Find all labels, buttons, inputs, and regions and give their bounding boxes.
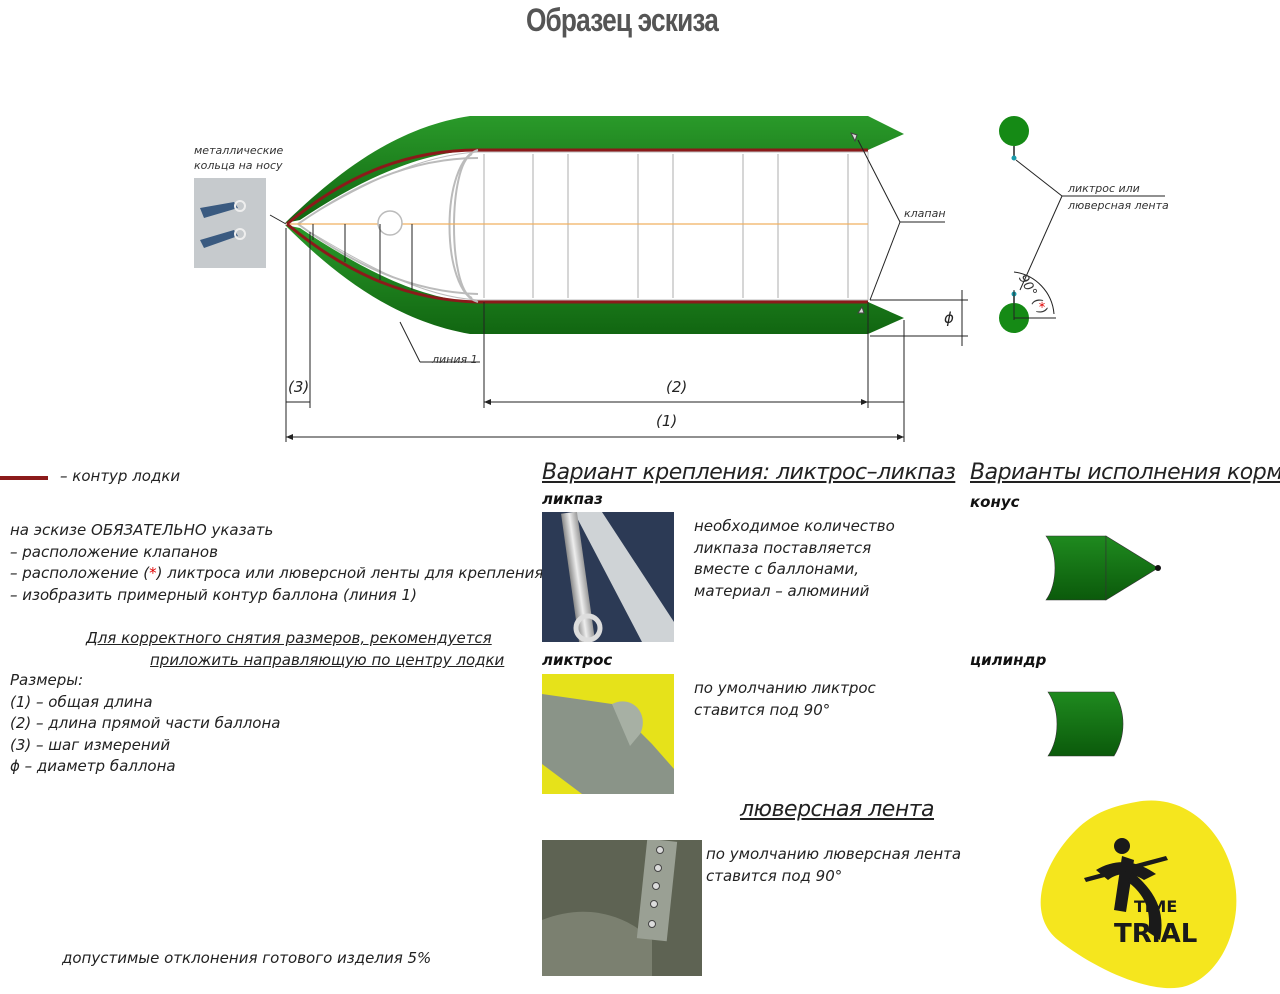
- stern-cone-shape: [1045, 535, 1161, 601]
- recommend-line1: Для корректного снятия размеров, рекомен…: [86, 629, 492, 647]
- page-title: Образец эскиза: [525, 2, 719, 38]
- luvers-heading: люверсная лента: [740, 797, 935, 822]
- dim-straight-length: (2): [666, 378, 688, 396]
- tube-section-top: [999, 116, 1029, 146]
- dim-step: (3): [288, 378, 310, 396]
- recommend-line2: приложить направляющую по центру лодки: [150, 651, 505, 669]
- dim-total-length: (1): [656, 412, 678, 430]
- liktros-photo: [542, 674, 674, 794]
- stern-heading: Варианты исполнения кормы: [970, 460, 1280, 485]
- valve-top: [850, 132, 858, 143]
- likpaz-desc: необходимое количество ликпаза поставляе…: [694, 517, 895, 600]
- valve-label: клапан: [904, 207, 946, 220]
- contour-line: [286, 148, 868, 226]
- logo-time: TiME: [1134, 897, 1177, 916]
- sizes-block: Размеры: (1) – общая длина (2) – длина п…: [10, 671, 281, 775]
- rings-photo: [194, 178, 266, 268]
- tube-top: [285, 116, 904, 223]
- diameter-symbol: ϕ: [944, 309, 954, 327]
- line1-label: линия 1: [432, 353, 478, 366]
- likpaz-photo: [542, 512, 674, 642]
- logo-trial: TRiAL: [1114, 919, 1197, 949]
- tolerance-note: допустимые отклонения готового изделия 5…: [62, 949, 432, 967]
- valve-bottom: [857, 305, 865, 314]
- time-trial-logo: TiME TRiAL: [1040, 800, 1237, 989]
- likpaz-label: ликпаз: [542, 490, 603, 508]
- liktros-desc: по умолчанию ликтрос ставится под 90°: [694, 679, 876, 719]
- liktros-annotation: ликтрос или люверсная лента: [1068, 182, 1169, 212]
- legend-contour-swatch: [0, 476, 48, 480]
- rings-label: металлические кольца на носу: [194, 144, 284, 172]
- stern-cylinder-label: цилиндр: [970, 651, 1047, 669]
- tube-bottom: [285, 225, 904, 334]
- luvers-desc: по умолчанию люверсная лента ставится по…: [706, 845, 962, 885]
- stern-cylinder-shape: [1047, 691, 1124, 757]
- legend-contour-label: – контур лодки: [60, 467, 181, 485]
- mount-heading: Вариант крепления: ликтрос–ликпаз: [542, 460, 956, 485]
- luvers-photo: [542, 840, 702, 976]
- boat-sketch: [269, 116, 1165, 442]
- liktros-label: ликтрос: [542, 651, 613, 669]
- notes-block: на эскизе ОБЯЗАТЕЛЬНО указать – располож…: [10, 521, 544, 604]
- stern-cone-label: конус: [970, 493, 1020, 511]
